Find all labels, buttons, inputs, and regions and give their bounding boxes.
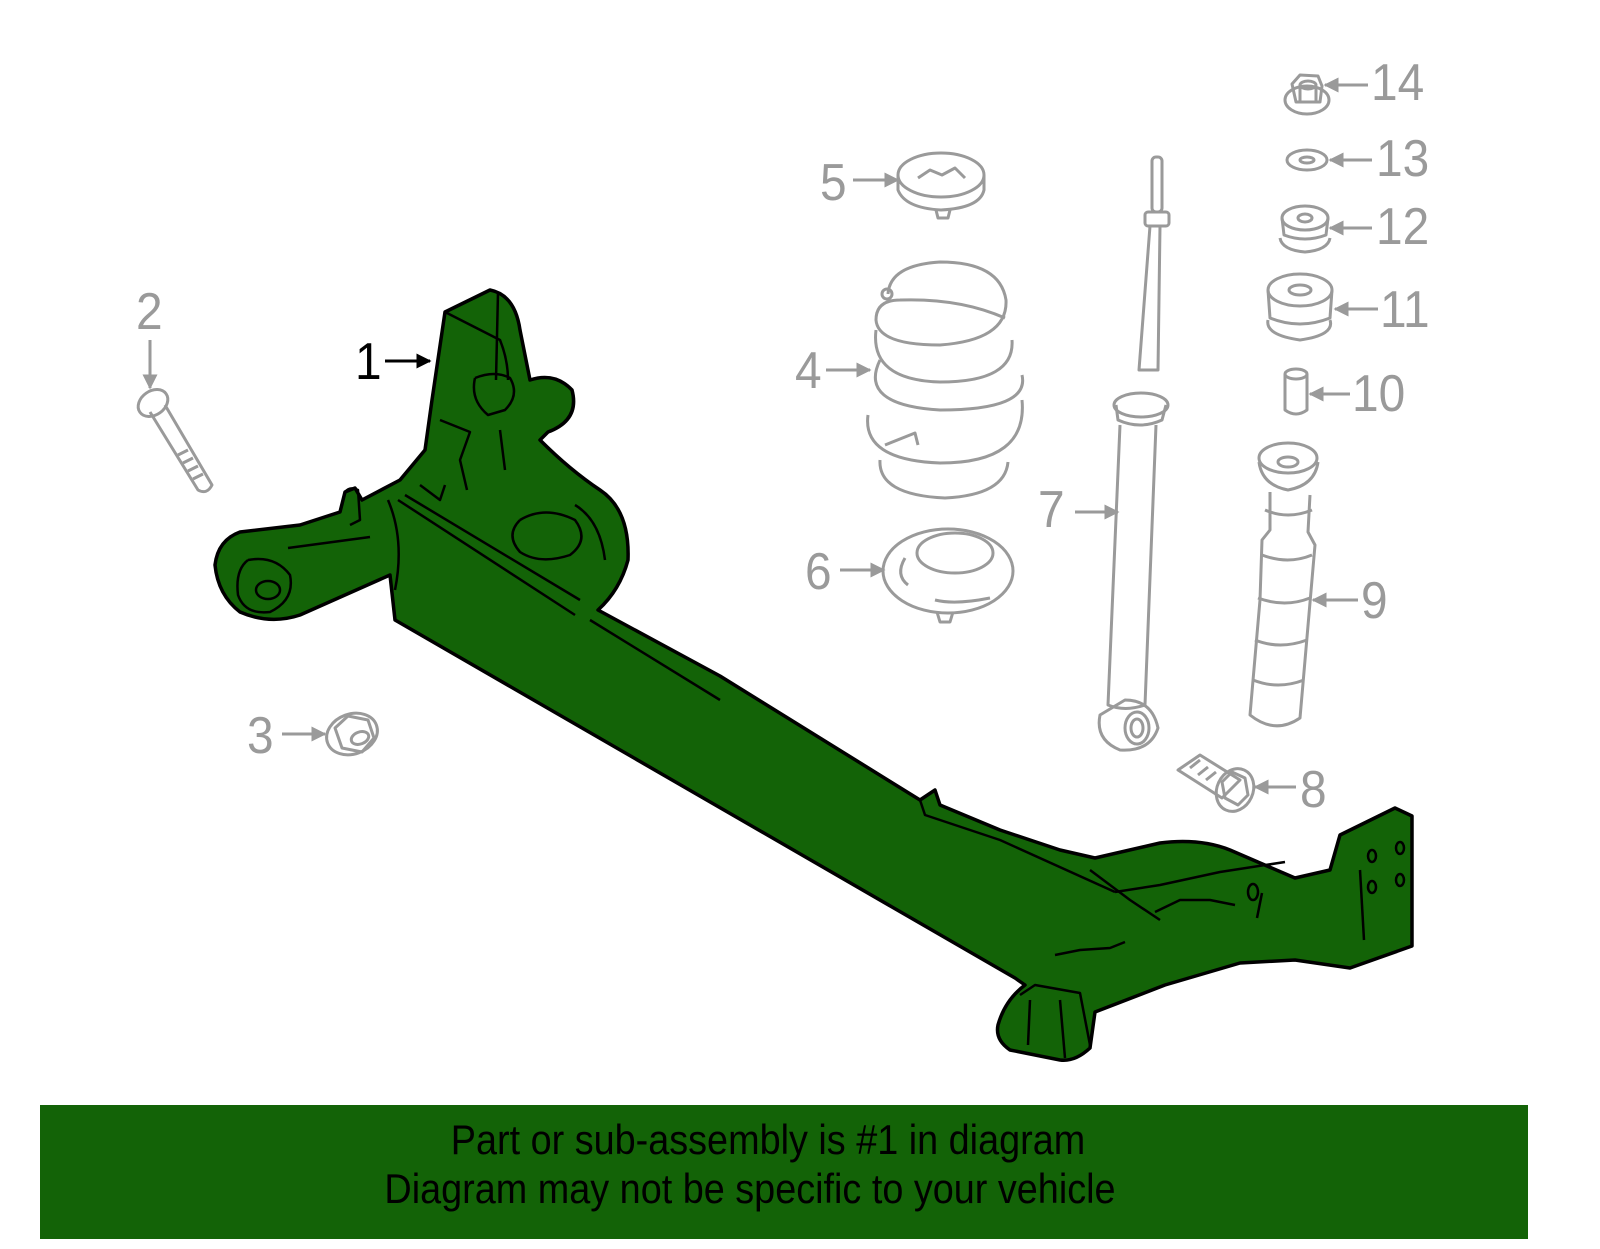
callout-14[interactable]: 14 xyxy=(1371,54,1425,112)
upper-spring-seat-part-5[interactable] xyxy=(896,151,986,220)
callout-6[interactable]: 6 xyxy=(805,543,832,601)
lower-mount-bushing-part-11[interactable] xyxy=(1266,272,1334,342)
callout-1[interactable]: 1 xyxy=(355,333,382,391)
callout-2[interactable]: 2 xyxy=(136,283,163,341)
shock-absorber-part-7[interactable] xyxy=(1097,155,1171,752)
callout-4[interactable]: 4 xyxy=(795,342,822,400)
bolt-part-2[interactable] xyxy=(133,384,214,494)
callout-7[interactable]: 7 xyxy=(1038,481,1065,539)
banner-line-disclaimer: Diagram may not be specific to your vehi… xyxy=(384,1165,1116,1212)
callout-10[interactable]: 10 xyxy=(1352,365,1406,423)
callout-13[interactable]: 13 xyxy=(1376,130,1430,188)
sleeve-part-10[interactable] xyxy=(1283,367,1309,416)
upper-mount-bushing-part-12[interactable] xyxy=(1278,204,1332,254)
flange-bolt-part-8[interactable] xyxy=(1176,753,1261,818)
callout-3[interactable]: 3 xyxy=(247,707,274,765)
banner-line-part-notice: Part or sub-assembly is #1 in diagram xyxy=(450,1116,1086,1163)
nut-part-3[interactable] xyxy=(321,706,384,761)
callout-8[interactable]: 8 xyxy=(1300,761,1327,819)
callout-9[interactable]: 9 xyxy=(1361,572,1388,630)
axle-beam-assembly[interactable] xyxy=(213,288,1414,1062)
info-banner: Part or sub-assembly is #1 in diagram Di… xyxy=(40,1105,1528,1239)
coil-spring-part-4[interactable] xyxy=(866,260,1025,500)
lower-spring-seat-part-6[interactable] xyxy=(881,527,1015,624)
callout-5[interactable]: 5 xyxy=(820,154,847,212)
flange-nut-part-14[interactable] xyxy=(1283,73,1331,116)
washer-part-13[interactable] xyxy=(1285,148,1329,172)
callout-12[interactable]: 12 xyxy=(1376,198,1430,256)
callout-11[interactable]: 11 xyxy=(1380,281,1430,339)
bump-stop-part-9[interactable] xyxy=(1248,441,1320,728)
parts-diagram xyxy=(133,73,1414,1062)
